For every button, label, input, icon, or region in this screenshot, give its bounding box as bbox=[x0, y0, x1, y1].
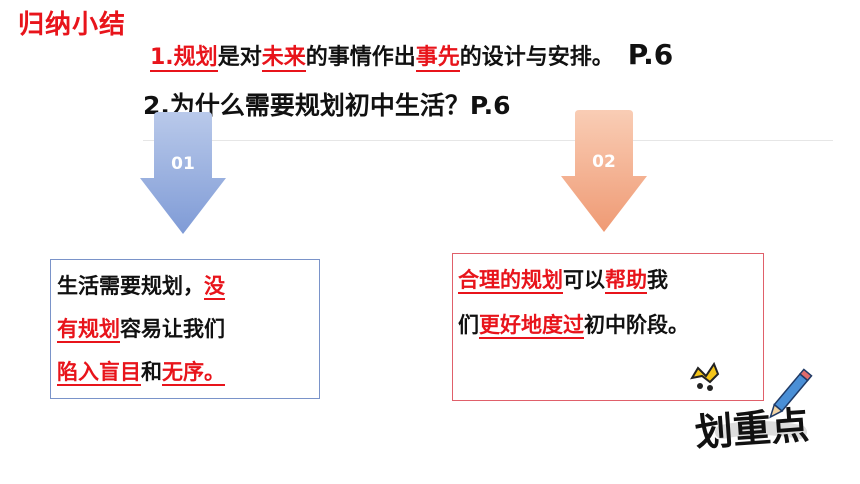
box-2-keyword-help: 帮助 bbox=[605, 268, 647, 294]
point-1-text-c: 的设计与安排。 bbox=[459, 45, 614, 70]
divider bbox=[143, 140, 833, 141]
highlight-stamp-graphic: 划重点 bbox=[689, 361, 813, 455]
box-2-keyword-reasonable-plan: 合理的规划 bbox=[458, 268, 563, 294]
arrow-down-blue-icon: 01 bbox=[140, 112, 226, 234]
arrow-down-orange-icon: 02 bbox=[561, 110, 647, 232]
box-2-text-can: 可以 bbox=[563, 268, 605, 292]
box-2-keyword-better: 更好地度过 bbox=[479, 313, 584, 339]
point-1-text-b: 的事情作出 bbox=[305, 45, 416, 70]
point-1-text-a: 是对 bbox=[217, 45, 262, 70]
arrow-1-label: 01 bbox=[171, 154, 195, 174]
box-1-line-1-text: 生活需要规划， bbox=[57, 274, 204, 298]
point-1-keyword-future: 未来 bbox=[261, 45, 306, 72]
point-1-number: 1. bbox=[150, 45, 174, 72]
summary-title: 归纳小结 bbox=[18, 10, 127, 40]
box-1-line-1-keyword: 没 bbox=[204, 274, 225, 300]
box-1-line-2-text: 容易让我们 bbox=[120, 317, 225, 341]
point-1-keyword-advance: 事先 bbox=[415, 45, 460, 72]
exclamation-marks-icon bbox=[689, 361, 720, 391]
box-2-text-us: 我 bbox=[647, 268, 668, 292]
reason-box-2: 合理的规划可以帮助我 们更好地度过初中阶段。 bbox=[452, 253, 764, 401]
point-1-keyword-plan: 规划 bbox=[173, 45, 218, 72]
box-1-keyword-blind: 陷入盲目 bbox=[57, 360, 141, 386]
highlight-stamp: 划重点 bbox=[688, 361, 838, 480]
arrow-2-label: 02 bbox=[592, 152, 616, 172]
point-1: 1.规划是对未来的事情作出事先的设计与安排。 P.6 bbox=[150, 38, 674, 72]
point-1-page-ref: P.6 bbox=[627, 38, 674, 71]
reason-box-1: 生活需要规划，没 有规划容易让我们 陷入盲目和无序。 bbox=[50, 259, 320, 399]
pencil-icon bbox=[769, 368, 813, 419]
box-1-line-3-text: 和 bbox=[141, 360, 162, 384]
box-1-keyword-disorder: 无序。 bbox=[162, 360, 225, 386]
box-2-text-stage: 初中阶段。 bbox=[584, 313, 689, 337]
stamp-text: 划重点 bbox=[694, 403, 811, 455]
box-1-line-2-keyword: 有规划 bbox=[57, 317, 120, 343]
box-2-text-us-2: 们 bbox=[458, 313, 479, 337]
